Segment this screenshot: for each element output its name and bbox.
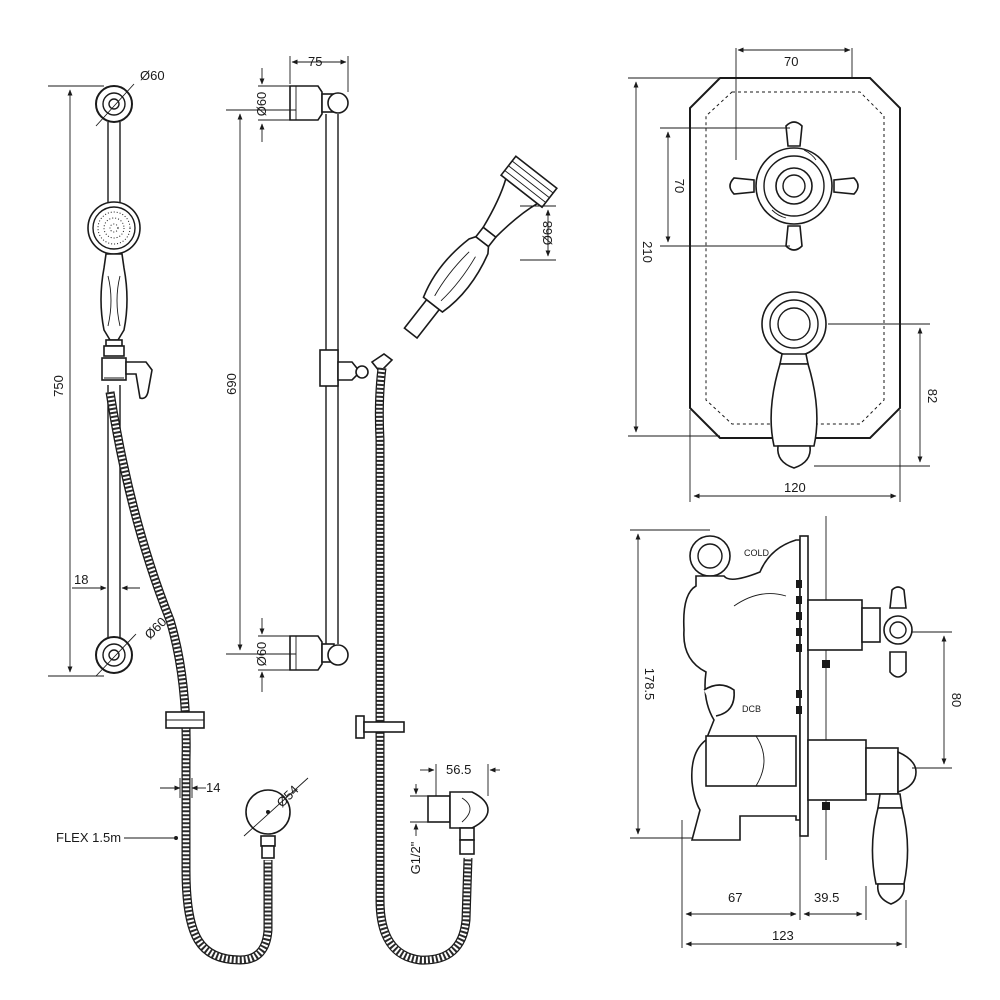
dim-210-label: 210 bbox=[640, 241, 655, 263]
dim-56-5: 56.5 bbox=[420, 762, 500, 796]
dim-d60-top-mid-label: Ø60 bbox=[254, 92, 269, 117]
top-spindle bbox=[807, 586, 913, 678]
dim-d60-top-left: Ø60 bbox=[140, 68, 165, 83]
slider-front bbox=[101, 357, 153, 400]
cold-label: COLD bbox=[744, 548, 770, 558]
dim-120-label: 120 bbox=[784, 480, 806, 495]
dim-750: 750 bbox=[48, 85, 104, 677]
dim-d60-top-mid: Ø60 bbox=[254, 68, 290, 142]
riser-rail-front-view: 750 Ø60 Ø60 18 14 FLEX 1.5m Ø54 bbox=[48, 68, 309, 965]
dim-14-label: 14 bbox=[206, 780, 220, 795]
dim-39-5-label: 39.5 bbox=[814, 890, 839, 905]
handset-side bbox=[370, 155, 558, 374]
dim-18-label: 18 bbox=[74, 572, 88, 587]
dim-690-label: 690 bbox=[224, 373, 239, 395]
flex-label: FLEX 1.5m bbox=[56, 830, 121, 845]
dim-80-label: 80 bbox=[949, 693, 964, 707]
hose-front bbox=[105, 391, 273, 965]
dim-56-5-label: 56.5 bbox=[446, 762, 471, 777]
dim-120: 120 bbox=[689, 410, 901, 502]
dim-690: 690 bbox=[224, 109, 296, 655]
wall-studs bbox=[796, 580, 830, 810]
cross-handle-top bbox=[729, 121, 859, 251]
dim-178-5-label: 178.5 bbox=[642, 668, 657, 701]
dim-70-height: 70 bbox=[660, 127, 790, 247]
dim-75-label: 75 bbox=[308, 54, 322, 69]
top-bracket-front bbox=[95, 83, 135, 127]
dim-75: 75 bbox=[289, 54, 349, 92]
dim-70-width-label: 70 bbox=[784, 54, 798, 69]
faceplate bbox=[689, 77, 901, 439]
dim-67-label: 67 bbox=[728, 890, 742, 905]
dim-d68-label: Ø68 bbox=[540, 221, 555, 246]
top-bracket-side bbox=[289, 85, 349, 121]
dim-d60-bottom-mid: Ø60 bbox=[254, 618, 290, 692]
dim-178-5: 178.5 bbox=[630, 529, 710, 839]
dim-70-width: 70 bbox=[735, 47, 853, 160]
flex-callout: FLEX 1.5m bbox=[56, 830, 178, 845]
dim-g12: G1/2" bbox=[408, 784, 430, 874]
shower-head-front bbox=[87, 201, 141, 255]
dim-123: 123 bbox=[685, 900, 907, 948]
valve-side-view: COLD DCB 178.5 80 67 39.5 bbox=[630, 516, 964, 948]
dim-g12-label: G1/2" bbox=[408, 841, 423, 874]
dim-80: 80 bbox=[912, 631, 964, 769]
hose-clip-side bbox=[355, 715, 405, 739]
dim-82: 82 bbox=[814, 323, 940, 467]
bottom-bracket-front bbox=[95, 633, 137, 677]
dim-18: 18 bbox=[72, 572, 140, 591]
bottom-spindle bbox=[807, 739, 917, 905]
lever-handle bbox=[761, 291, 827, 469]
handset-handle-front bbox=[100, 253, 128, 357]
slider-side bbox=[319, 349, 369, 387]
dim-39-5: 39.5 bbox=[803, 886, 867, 920]
dcb-label: DCB bbox=[742, 704, 761, 714]
dim-67: 67 bbox=[681, 820, 801, 948]
bottom-bracket-side bbox=[289, 635, 349, 671]
dim-210: 210 bbox=[628, 77, 720, 437]
valve-body bbox=[682, 535, 801, 841]
dim-14: 14 bbox=[160, 778, 220, 798]
dim-d60-bottom-mid-label: Ø60 bbox=[254, 642, 269, 667]
wall-plate-edge bbox=[796, 516, 830, 860]
wall-outlet-side bbox=[427, 791, 489, 855]
hose-clip-front bbox=[165, 711, 205, 729]
wall-outlet-front bbox=[243, 777, 309, 859]
dim-123-label: 123 bbox=[772, 928, 794, 943]
hose-side bbox=[374, 367, 473, 965]
dim-d68: Ø68 bbox=[520, 205, 556, 261]
dim-70-height-label: 70 bbox=[672, 179, 687, 193]
dim-750-label: 750 bbox=[51, 375, 66, 397]
valve-front-view: 70 70 210 82 120 bbox=[628, 47, 940, 502]
dim-82-label: 82 bbox=[925, 389, 940, 403]
riser-rail-side-view: 75 690 Ø60 Ø60 Ø68 bbox=[224, 54, 558, 965]
